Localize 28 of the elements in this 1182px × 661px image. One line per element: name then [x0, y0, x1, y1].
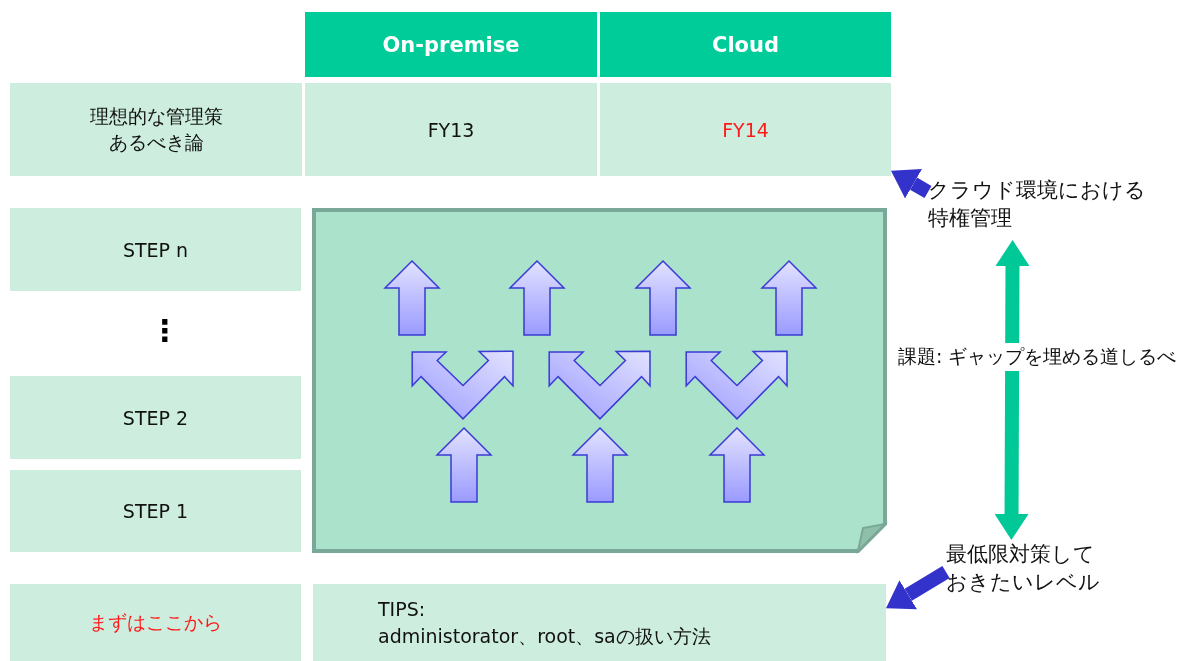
- column-header: [600, 12, 891, 77]
- cell-text: FY14: [722, 118, 769, 141]
- table-cell: [10, 376, 301, 459]
- table-cell: [305, 83, 597, 176]
- column-header: [305, 12, 597, 77]
- cell-text: TIPS:: [378, 596, 426, 622]
- cell-text: STEP n: [122, 238, 189, 261]
- cell-text: Cloud: [712, 32, 779, 57]
- cell-text: 理想的な管理策: [89, 103, 223, 129]
- cell-text: STEP 2: [122, 406, 189, 429]
- arrow: [886, 566, 950, 609]
- table-cell: [10, 208, 301, 291]
- table-cell: [600, 83, 891, 176]
- tips-cell: [313, 584, 886, 661]
- cell-text: On-premise: [382, 32, 520, 57]
- arrow: [998, 240, 1026, 540]
- cell-text: STEP 1: [122, 500, 189, 522]
- cell-text: administorator、root、saの扱い方法: [378, 623, 711, 649]
- ellipsis-text: ⋮: [150, 316, 180, 346]
- table-cell: [10, 584, 301, 661]
- arrow: [891, 170, 932, 199]
- table-cell: [10, 83, 302, 176]
- cell-text: あるべき論: [108, 129, 204, 155]
- table-cell: [10, 470, 301, 552]
- note-text: 最低限対策しておきたいレベル: [946, 541, 1101, 597]
- cell-text: まずはここから: [89, 609, 222, 635]
- cell-text: FY13: [427, 118, 475, 141]
- note-text: クラウド環境における特権管理: [928, 177, 1147, 233]
